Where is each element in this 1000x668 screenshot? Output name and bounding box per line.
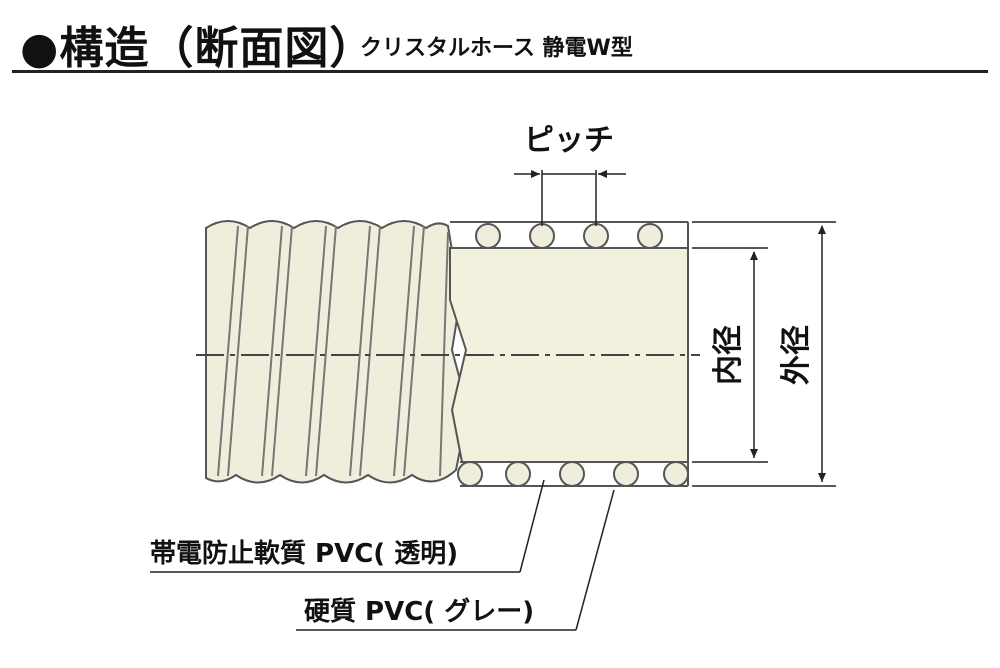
outer-diameter-label: 外径 <box>779 325 814 385</box>
hose-exterior <box>205 220 470 484</box>
page-title: ●構造（断面図） <box>20 23 375 74</box>
inner-diameter-dimension: 内径 <box>692 247 768 463</box>
inner-diameter-label: 内径 <box>711 325 746 385</box>
reinforcement-coil-top <box>475 223 663 249</box>
header: ●構造（断面図） クリスタルホース 静電W型 <box>0 0 1000 80</box>
hose-helix-ridges <box>217 225 449 477</box>
material-2-label: 硬質 PVC( グレー) <box>304 597 534 627</box>
pitch-label: ピッチ <box>524 123 614 158</box>
pitch-dimension: ピッチ <box>514 123 626 226</box>
title-divider <box>12 70 988 73</box>
reinforcement-coil-bottom <box>457 461 689 487</box>
material-2-callout: 硬質 PVC( グレー) <box>296 489 615 631</box>
material-1-callout: 帯電防止軟質 PVC( 透明) <box>150 479 545 573</box>
outer-diameter-dimension: 外径 <box>692 221 836 487</box>
material-1-label: 帯電防止軟質 PVC( 透明) <box>150 538 458 569</box>
page-subtitle: クリスタルホース 静電W型 <box>360 36 633 61</box>
